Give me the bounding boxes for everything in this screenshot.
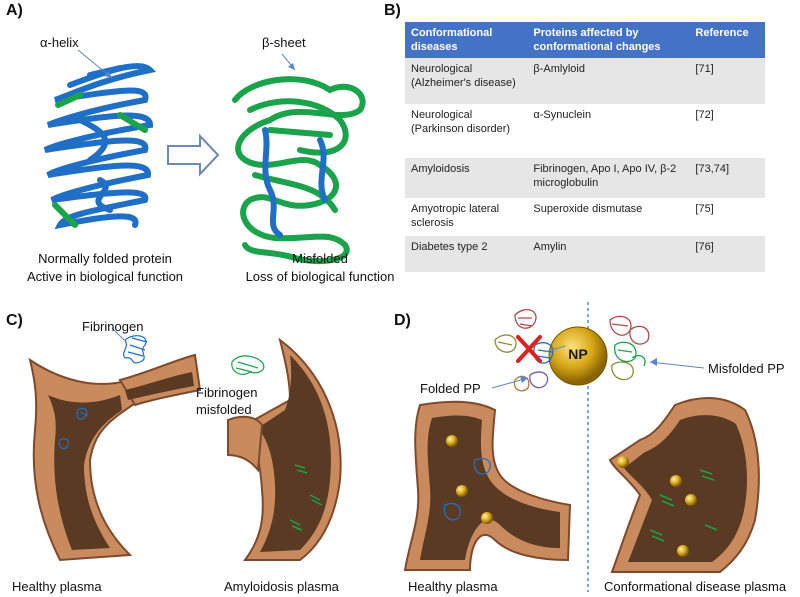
cell-protein: β-Amlyloid xyxy=(527,58,690,104)
folded-pointer xyxy=(544,345,566,353)
beta-sheet-protein xyxy=(232,76,366,265)
fibrinogen-misfolded-label: Fibrinogen misfolded xyxy=(196,384,257,418)
misfolded-pp-label: Misfolded PP xyxy=(708,361,785,376)
conformational-disease-plasma-caption: Conformational disease plasma xyxy=(604,579,787,594)
amyloidosis-plasma-caption: Amyloidosis plasma xyxy=(224,579,339,594)
panel-b-label: B) xyxy=(384,2,401,19)
cell-disease: Neurological (Alzheimer's disease) xyxy=(405,58,528,104)
header-reference: Reference xyxy=(689,22,765,58)
normally-folded-line2: Active in biological function xyxy=(26,269,184,284)
alpha-helix-protein xyxy=(43,62,157,230)
fibrinogen-label: Fibrinogen xyxy=(82,319,144,334)
cell-ref: [71] xyxy=(689,58,765,104)
table-row: Diabetes type 2 Amylin [76] xyxy=(405,236,765,272)
beta-pointer-head xyxy=(288,63,295,70)
misfolded-proteins-in-vessel xyxy=(289,464,323,531)
table-row: Neurological (Alzheimer's disease) β-Aml… xyxy=(405,58,765,104)
alpha-pointer-head xyxy=(104,71,112,78)
cell-ref: [75] xyxy=(689,198,765,236)
panel-a-label: A) xyxy=(6,2,23,19)
cell-disease: Diabetes type 2 xyxy=(405,236,528,272)
vessel-proteins-green-d xyxy=(649,469,718,542)
cell-protein: α-Synuclein xyxy=(527,104,690,158)
alpha-helix-label: α-helix xyxy=(40,35,79,50)
healthy-vessel-c xyxy=(28,353,202,562)
normally-folded-line1: Normally folded protein xyxy=(38,251,172,266)
cell-disease: Amyloidosis xyxy=(405,158,528,198)
panel-d-label: D) xyxy=(394,312,411,329)
header-diseases: Conformational diseases xyxy=(405,22,528,58)
table-row: Neurological (Parkinson disorder) α-Synu… xyxy=(405,104,765,158)
misfolded-caption: Misfolded Loss of biological function xyxy=(240,250,400,286)
fibrinogen-misfolded-line1: Fibrinogen xyxy=(196,385,258,400)
misfolded-line1: Misfolded xyxy=(292,251,348,266)
panel-c-label: C) xyxy=(6,312,23,329)
beta-sheet-label: β-sheet xyxy=(262,35,306,50)
folded-pp-label: Folded PP xyxy=(420,381,481,396)
cell-ref: [72] xyxy=(689,104,765,158)
np-label: NP xyxy=(568,346,588,362)
folded-pp-cluster xyxy=(494,309,554,392)
nanoparticle-icon xyxy=(548,326,608,386)
disease-table: Conformational diseases Proteins affecte… xyxy=(405,22,765,272)
gold-balls-healthy xyxy=(446,435,493,524)
fibrinogen-misfolded-line2: misfolded xyxy=(196,402,252,417)
cell-disease: Neurological (Parkinson disorder) xyxy=(405,104,528,158)
alpha-pointer-arrow xyxy=(77,49,113,79)
table-row: Amyloidosis Fibrinogen, Apo I, Apo IV, β… xyxy=(405,158,765,198)
cell-disease: Amyotropic lateral sclerosis xyxy=(405,198,528,236)
blocked-x-icon xyxy=(516,335,542,363)
healthy-plasma-d-caption: Healthy plasma xyxy=(408,579,498,594)
gold-balls-disease xyxy=(617,456,697,557)
vessel-proteins-blue-d xyxy=(443,457,491,521)
transition-arrow-icon xyxy=(167,133,220,177)
misfolded-pointer xyxy=(649,361,705,369)
misfolded-pp-cluster xyxy=(609,315,650,381)
normally-folded-caption: Normally folded protein Active in biolog… xyxy=(10,250,200,286)
cell-protein: Amylin xyxy=(527,236,690,272)
cell-ref: [73,74] xyxy=(689,158,765,198)
cell-protein: Fibrinogen, Apo I, Apo IV, β-2 microglob… xyxy=(527,158,690,198)
header-proteins: Proteins affected by conformational chan… xyxy=(527,22,690,58)
cell-protein: Superoxide dismutase xyxy=(527,198,690,236)
fibrinogen-misfolded-icon xyxy=(231,355,265,375)
misfolded-line2: Loss of biological function xyxy=(245,269,395,284)
vessel-protein-blue xyxy=(58,407,89,449)
disease-vessel-d xyxy=(608,397,760,573)
healthy-plasma-c-caption: Healthy plasma xyxy=(12,579,102,594)
healthy-vessel-d xyxy=(403,400,572,571)
table-row: Amyotropic lateral sclerosis Superoxide … xyxy=(405,198,765,236)
amyloidosis-vessel xyxy=(227,337,342,561)
cell-ref: [76] xyxy=(689,236,765,272)
fibrinogen-folded-icon xyxy=(122,335,148,364)
